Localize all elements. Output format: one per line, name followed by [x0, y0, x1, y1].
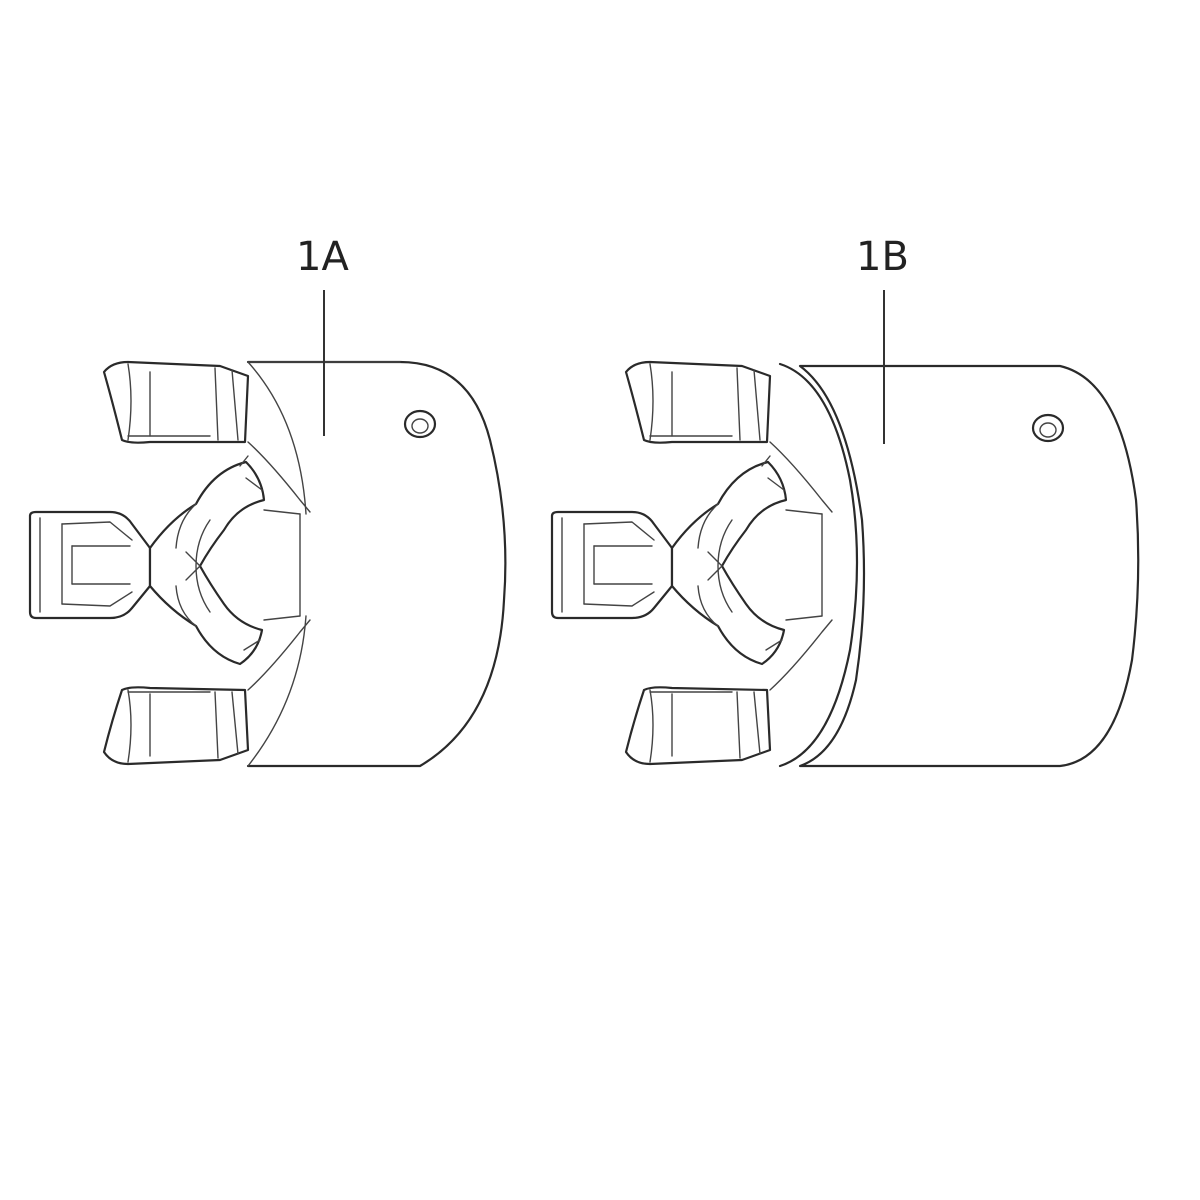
- set-screw-icon: [403, 409, 437, 439]
- part-label-1b: 1B: [856, 234, 909, 280]
- coupling-hub-1b: 1B: [550, 234, 1140, 768]
- coupling-hub-1a: 1A: [28, 234, 507, 768]
- set-screw-icon: [1031, 413, 1065, 443]
- part-label-1a: 1A: [296, 234, 349, 280]
